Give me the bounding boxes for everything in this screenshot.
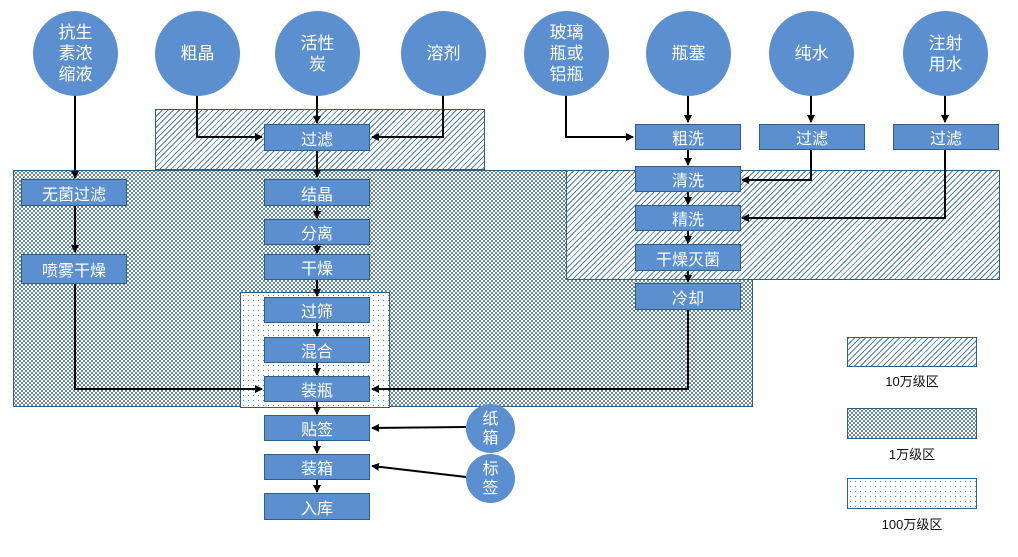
arrow-bottle-rough [565, 95, 634, 141]
step-labeling: 贴签 [264, 415, 370, 441]
legend-swatch-100k [847, 337, 977, 367]
step-filtration-pure-water: 过滤 [759, 124, 865, 150]
legend-label-100k: 10万级区 [885, 374, 939, 389]
step-fine-wash: 精洗 [635, 205, 741, 231]
arrow-crude-filter [196, 95, 263, 141]
step-dry-sterilization: 干燥灭菌 [635, 244, 741, 271]
arrow-cool-fill [371, 310, 689, 393]
step-cooling: 冷却 [635, 283, 741, 310]
circle-pure-water: 纯水 [769, 11, 854, 96]
circle-stopper: 瓶塞 [646, 11, 731, 96]
circle-water-for-injection: 注射 用水 [903, 11, 988, 96]
step-separation: 分离 [264, 219, 370, 245]
step-rough-wash: 粗洗 [635, 124, 741, 150]
arrow-label-boxing [371, 462, 467, 478]
circle-label: 标 签 [466, 454, 515, 503]
step-crystallization: 结晶 [264, 179, 370, 206]
legend-label-10k: 1万级区 [888, 447, 936, 462]
circle-carton: 纸 箱 [466, 404, 515, 453]
step-boxing: 装箱 [264, 454, 370, 480]
step-storage: 入库 [264, 493, 370, 520]
circle-solvent: 溶剂 [401, 11, 486, 96]
step-sieving: 过筛 [264, 297, 370, 323]
step-sterile-filtration: 无菌过滤 [21, 179, 127, 206]
step-filtration-main: 过滤 [264, 124, 370, 151]
circle-glass-or-aluminum-bottle: 玻璃 瓶或 铝瓶 [524, 11, 609, 96]
circle-antibiotic-concentrate: 抗生 素浓 缩液 [33, 11, 118, 96]
step-drying: 干燥 [264, 254, 370, 280]
arrow-solvent-filter [371, 95, 444, 141]
arrow-filterpure-clean [741, 150, 812, 184]
step-cleaning: 清洗 [635, 166, 741, 192]
arrow-carton-labeling [371, 423, 467, 432]
legend-swatch-1m [847, 478, 977, 509]
step-spray-drying: 喷雾干燥 [21, 254, 127, 284]
circle-activated-carbon: 活性 炭 [275, 11, 360, 96]
legend-swatch-10k [847, 408, 977, 439]
step-filtration-injection-water: 过滤 [893, 124, 999, 150]
arrow-filterinj-fine [741, 150, 946, 222]
circle-crude-crystal: 粗晶 [155, 11, 240, 96]
legend-label-1m: 100万级区 [881, 517, 943, 532]
step-filling: 装瓶 [264, 376, 370, 402]
step-mixing: 混合 [264, 337, 370, 363]
arrow-spray-fill [74, 284, 263, 393]
